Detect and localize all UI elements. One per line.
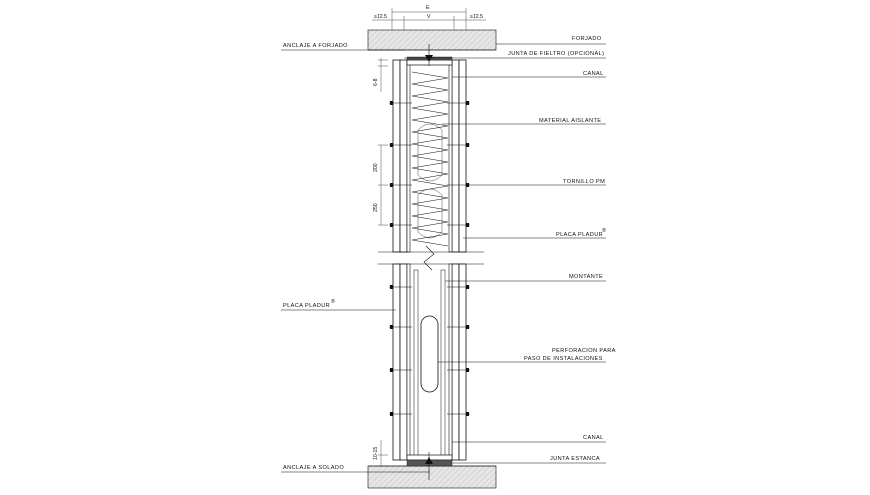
lower-wall-segment (389, 263, 470, 480)
label-anclaje-forjado: ANCLAJE A FORJADO (283, 43, 348, 49)
registered-mark-right: ® (602, 227, 606, 234)
dim-spacing-1: 200 (373, 163, 379, 172)
label-montante: MONTANTE (569, 274, 603, 280)
label-junta-estanca: JUNTA ESTANCA (550, 456, 600, 462)
dim-total-width: E (426, 5, 430, 11)
forjado-slab (367, 29, 497, 51)
montante-profile (413, 269, 419, 457)
label-junta-fieltro: JUNTA DE FIELTRO (OPCIONAL) (508, 51, 604, 57)
label-canal-bottom: CANAL (583, 435, 604, 441)
dim-board-right: ≥12.5 (470, 14, 483, 20)
dim-stud-width: V (427, 14, 431, 20)
dim-board-left: ≥12.5 (374, 14, 387, 20)
label-forjado: FORJADO (572, 36, 602, 42)
leader-lines (281, 43, 606, 473)
label-perforacion-line1: PERFORACION PARA (552, 348, 616, 354)
solado-slab (367, 465, 497, 489)
upper-wall-segment (389, 44, 470, 253)
label-tornillo-pm: TORNILLO PM (563, 179, 605, 185)
label-placa-pladur-left: PLACA PLADUR (283, 303, 330, 309)
registered-mark-left: ® (331, 298, 335, 305)
left-dimension-group: 6-8 200 250 10-15 (373, 58, 388, 467)
perforacion-slot (420, 315, 439, 393)
label-material-aislante: MATERIAL AISLANTE (539, 118, 601, 124)
insulation-zigzag (411, 71, 449, 247)
label-anclaje-solado: ANCLAJE A SOLADO (283, 465, 344, 471)
dim-bottom-gap: 10-15 (373, 447, 379, 460)
dim-spacing-2: 250 (373, 203, 379, 212)
dim-top-gap: 6-8 (373, 78, 379, 86)
top-dimension-group: E V ≥12.5 ≥12.5 (372, 5, 486, 30)
label-placa-pladur-right: PLACA PLADUR (556, 232, 603, 238)
label-perforacion-line2: PASO DE INSTALACIONES (524, 356, 603, 362)
label-canal-top: CANAL (583, 71, 604, 77)
